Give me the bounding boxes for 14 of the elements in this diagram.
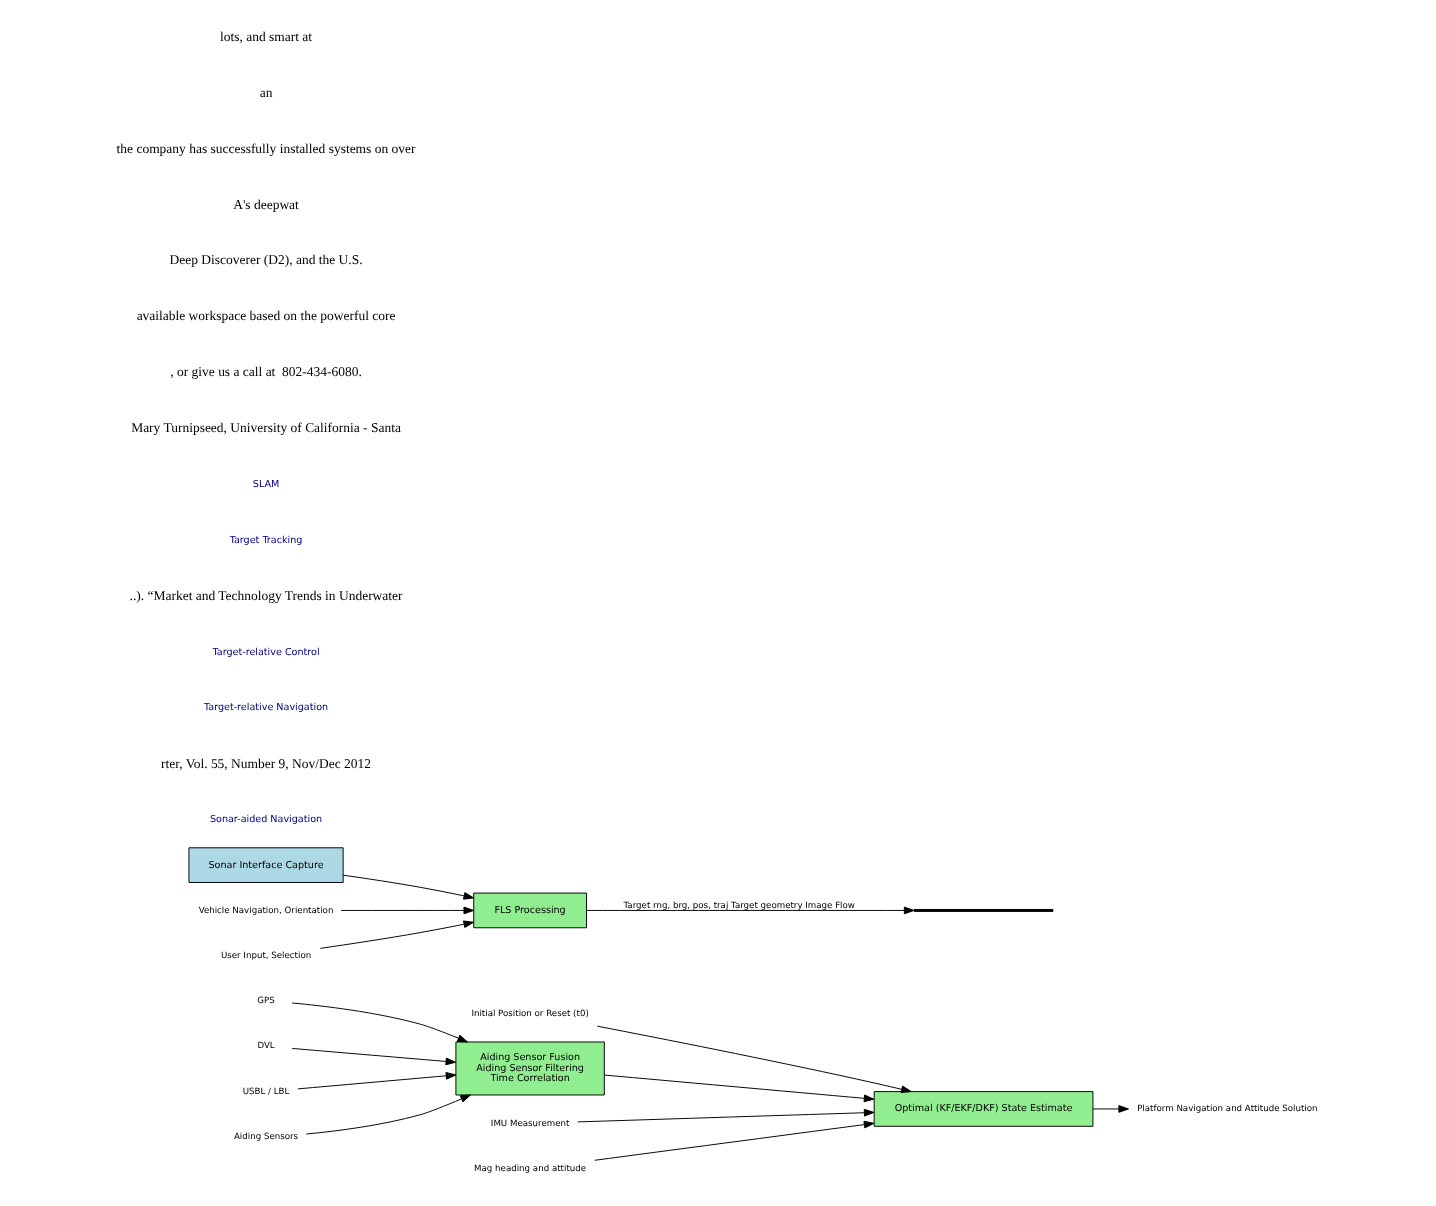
arrow: [576, 1108, 874, 1123]
arrow: [1091, 1105, 1128, 1113]
node-bar: [912, 909, 1053, 912]
arrow: [341, 874, 474, 900]
arrow: [602, 1074, 874, 1103]
arrow: [595, 1025, 911, 1094]
arrow: [304, 1094, 470, 1135]
arrow: [318, 920, 474, 949]
arrow: [296, 1071, 456, 1090]
arrow: [339, 906, 474, 915]
arrow: [290, 1047, 456, 1066]
arrow: [290, 1002, 467, 1043]
arrow: [593, 1120, 874, 1161]
arrow: [585, 906, 914, 915]
